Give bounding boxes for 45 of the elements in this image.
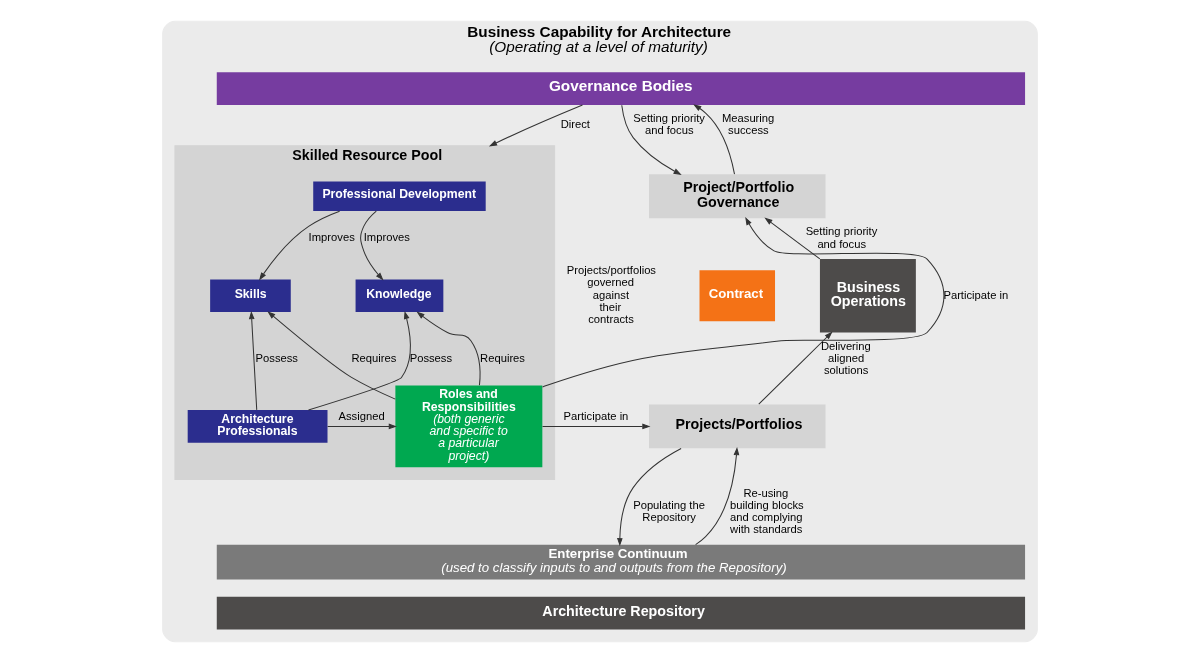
edge-label: Requires	[480, 351, 525, 364]
arrow	[327, 423, 397, 429]
node-box: Professional Development	[313, 181, 486, 211]
edge-label: Direct	[560, 117, 590, 130]
node-box: Skills	[210, 278, 291, 312]
arrow	[360, 210, 384, 280]
label: Projects/portfolios governed against their contracts	[566, 263, 656, 325]
edge-label: Possess	[409, 351, 453, 364]
arrow	[617, 447, 682, 546]
node-box: Projects/Portfolios	[649, 403, 826, 448]
arrow	[308, 310, 411, 410]
edge-label: Requires	[351, 351, 397, 364]
edge-label: Participate in	[563, 409, 629, 422]
arrow	[267, 310, 396, 400]
edge-label: Participate in	[943, 288, 1009, 301]
node-box: Governance Bodies	[216, 71, 1026, 105]
edge-label: Delivering aligned solutions	[820, 339, 871, 376]
node-box: Contract	[699, 269, 776, 321]
arrow	[542, 216, 945, 387]
arrow	[764, 217, 821, 259]
node-box: Architecture Repository	[216, 596, 1026, 629]
arrow	[621, 104, 682, 175]
edge-label: Populating the Repository	[633, 498, 705, 523]
node-box: Architecture Professionals	[187, 409, 328, 443]
node-box: Project/Portfolio Governance	[649, 173, 826, 218]
arrow	[542, 423, 651, 429]
edge-label: Measuring success	[721, 111, 775, 136]
edge-label: Improves	[308, 230, 355, 243]
node-box: Roles and Responsibilities (both generic and specific to a particular project)	[395, 385, 543, 467]
edge-label: Possess	[255, 351, 298, 364]
arrow	[248, 310, 258, 410]
node-box: Business Operations	[819, 258, 916, 332]
arrow	[488, 104, 583, 146]
arrow	[695, 446, 740, 545]
edge-label: Setting priority and focus	[805, 224, 878, 250]
arrow	[758, 331, 833, 405]
arrow	[259, 210, 341, 281]
arrow	[416, 311, 481, 386]
arrow	[693, 103, 735, 175]
edge-label: Setting priority and focus	[633, 111, 705, 136]
edge-label: Re-using building blocks and complying with standards	[730, 486, 804, 535]
edge-label: Assigned	[338, 409, 385, 422]
node-box: Enterprise Continuum (used to classify inputs to and outputs from the Repository)	[216, 544, 1026, 579]
edge-label: Improves	[363, 230, 410, 243]
node-box: Knowledge	[355, 278, 444, 312]
